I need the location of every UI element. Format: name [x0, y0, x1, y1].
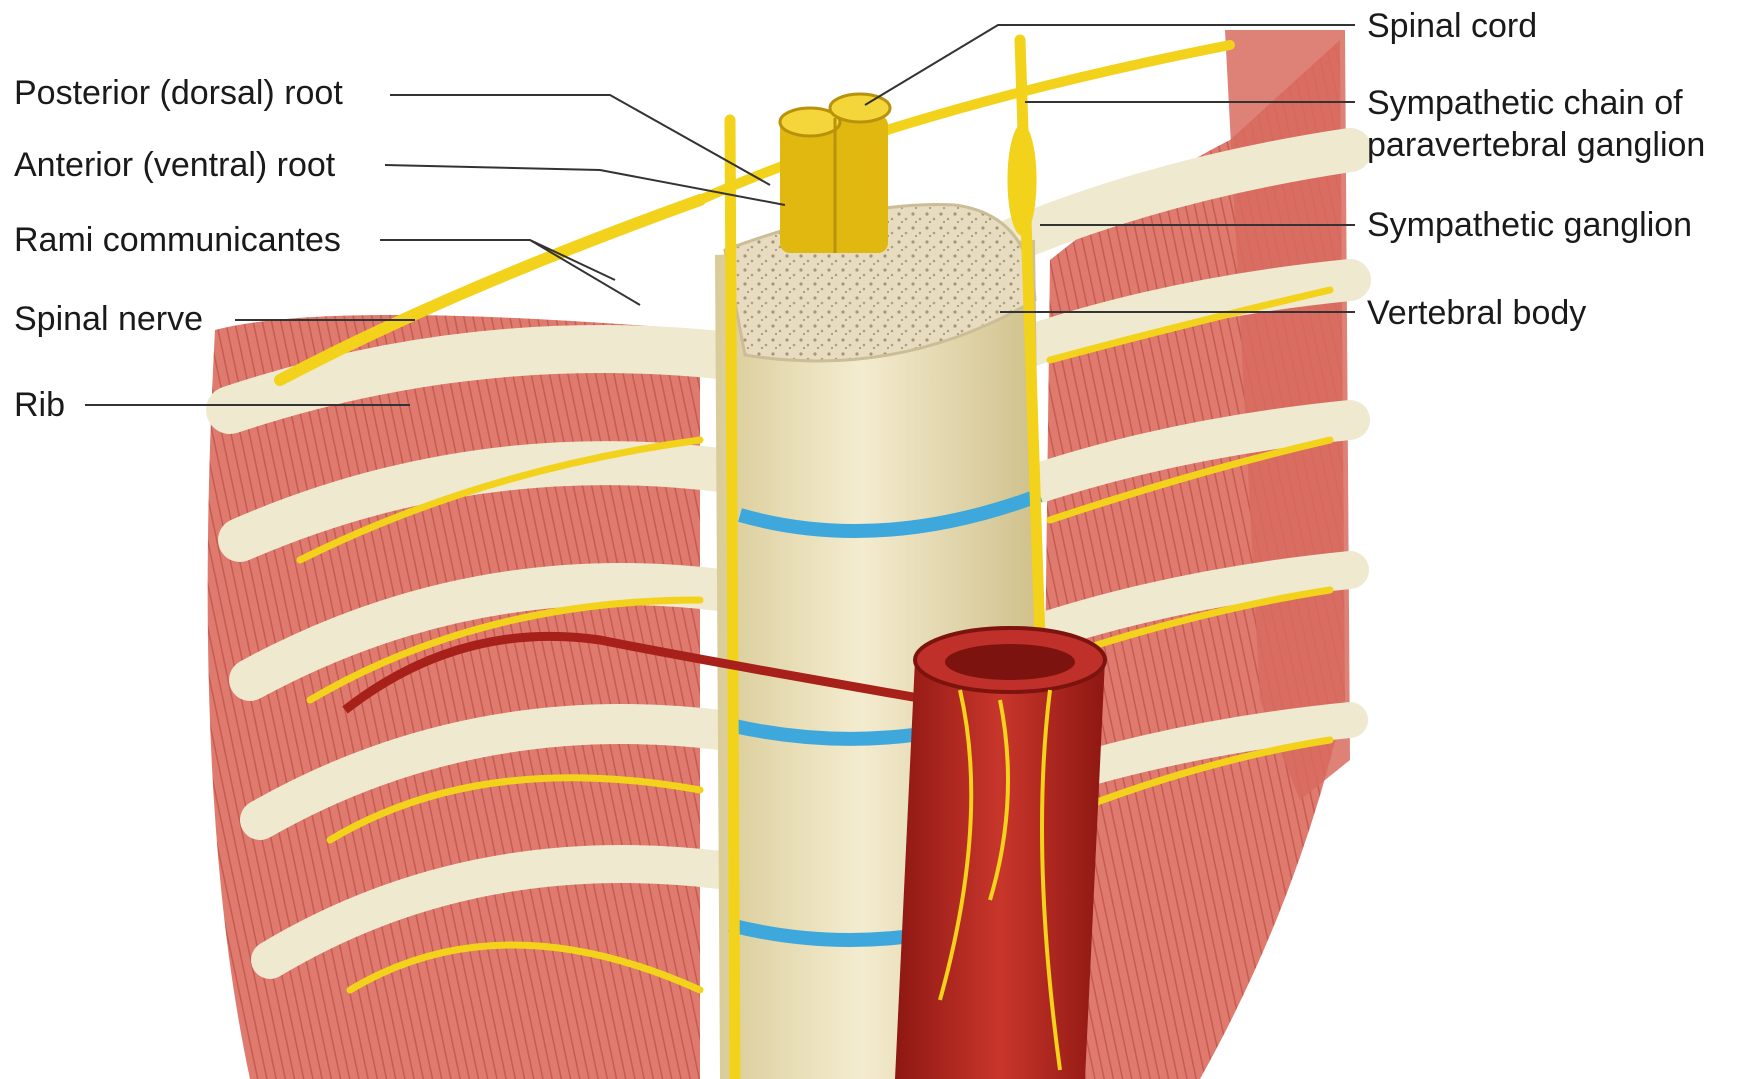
label-rami-communicantes: Rami communicantes	[14, 219, 341, 261]
leader-posterior-root	[390, 95, 770, 185]
label-anterior-root: Anterior (ventral) root	[14, 144, 335, 186]
label-spinal-nerve: Spinal nerve	[14, 298, 203, 340]
label-sympathetic-chain-line1: Sympathetic chain of	[1367, 82, 1683, 124]
label-posterior-root: Posterior (dorsal) root	[14, 72, 343, 114]
label-sympathetic-ganglion: Sympathetic ganglion	[1367, 204, 1692, 246]
label-vertebral-body: Vertebral body	[1367, 292, 1586, 334]
label-sympathetic-chain-line2: paravertebral ganglion	[1367, 124, 1705, 166]
label-rib: Rib	[14, 384, 65, 426]
spinal-cord-shape	[780, 94, 890, 253]
label-spinal-cord: Spinal cord	[1367, 5, 1537, 47]
